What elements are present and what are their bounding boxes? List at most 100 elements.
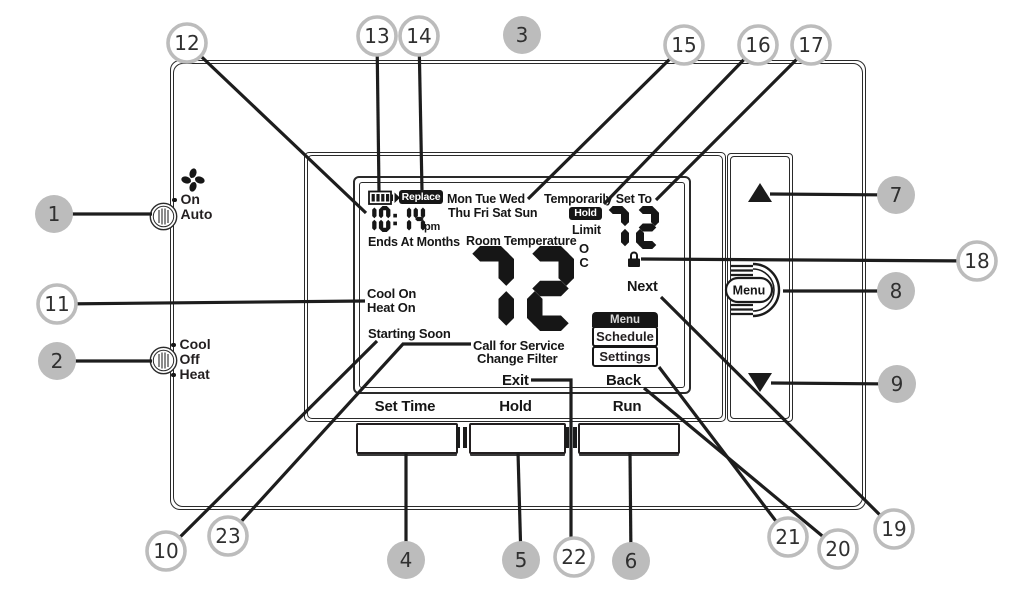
callout-circle-6 <box>612 542 650 580</box>
callout-number-19: 19 <box>881 517 906 541</box>
callout-number-20: 20 <box>825 537 850 561</box>
callout-number-10: 10 <box>153 539 178 563</box>
callout-circle-3 <box>503 16 541 54</box>
hold-label: Hold <box>499 398 532 415</box>
cool-on-label: Cool On <box>367 286 417 301</box>
room-temp-display <box>467 246 587 331</box>
key-divider <box>463 427 467 448</box>
callout-number-18: 18 <box>964 249 989 273</box>
callout-circle-23 <box>207 515 249 557</box>
callout-number-6: 6 <box>625 549 638 573</box>
callout-number-15: 15 <box>671 33 696 57</box>
key-divider <box>456 427 460 448</box>
callout-number-11: 11 <box>44 292 69 316</box>
down-arrow-button[interactable] <box>741 370 777 398</box>
callout-circle-19 <box>873 508 915 550</box>
hold-indicator: Hold <box>569 207 602 220</box>
menu-button-label: Menu <box>733 284 766 298</box>
run-label: Run <box>612 398 642 415</box>
callout-number-16: 16 <box>745 33 770 57</box>
fan-on-label: On <box>180 191 200 207</box>
days-row-2: Thu Fri Sat Sun <box>448 206 538 220</box>
call-for-service-label: Call for Service <box>473 338 565 353</box>
callout-circle-22 <box>553 536 595 578</box>
lcd-menu-item-settings: Settings <box>592 346 658 367</box>
callout-number-13: 13 <box>364 24 389 48</box>
key-divider <box>565 427 569 448</box>
callout-number-14: 14 <box>406 24 431 48</box>
run-button[interactable] <box>578 423 680 454</box>
replace-indicator: Replace <box>399 190 443 204</box>
callout-number-21: 21 <box>775 525 800 549</box>
heat-on-label: Heat On <box>367 300 416 315</box>
callout-circle-20 <box>817 528 859 570</box>
callout-number-8: 8 <box>890 279 903 303</box>
set-time-label: Set Time <box>374 398 436 415</box>
callout-number-4: 4 <box>400 548 413 572</box>
degree-c-indicator: O C <box>579 242 589 270</box>
temporarily-set-to-label: Temporarily Set To <box>544 192 652 206</box>
option-bullet <box>172 197 177 202</box>
callout-circle-13 <box>356 15 398 57</box>
callout-circle-21 <box>767 516 809 558</box>
menu-button[interactable]: Menu <box>722 261 788 319</box>
back-label: Back <box>606 372 642 389</box>
callout-circle-12 <box>166 22 208 64</box>
callout-circle-17 <box>790 24 832 66</box>
callout-number-23: 23 <box>215 524 240 548</box>
callout-circle-14 <box>398 15 440 57</box>
starting-soon-label: Starting Soon <box>368 326 451 341</box>
callout-number-2: 2 <box>51 349 64 373</box>
mode-cool-label: Cool <box>179 336 211 352</box>
callout-circle-16 <box>737 24 779 66</box>
am-pm-indicator: pm <box>424 221 441 233</box>
clock-display <box>365 206 428 232</box>
callout-number-3: 3 <box>516 23 529 47</box>
degree-symbol: O <box>579 241 589 256</box>
up-arrow-icon <box>748 183 772 202</box>
callout-circle-11 <box>36 283 78 325</box>
battery-icon <box>368 190 401 206</box>
fan-switch-knob[interactable] <box>149 202 178 231</box>
setpoint-display <box>606 206 666 249</box>
fan-icon <box>180 167 206 193</box>
lcd-menu-header: Menu <box>592 312 658 327</box>
callout-circle-18 <box>956 240 998 282</box>
callout-circle-5 <box>502 541 540 579</box>
callout-number-5: 5 <box>515 548 528 572</box>
exit-label: Exit <box>502 372 529 389</box>
callout-number-12: 12 <box>174 31 199 55</box>
next-label: Next <box>627 279 658 295</box>
fan-option-auto: Auto <box>172 207 212 221</box>
callout-number-1: 1 <box>48 202 61 226</box>
down-arrow-icon <box>748 373 772 392</box>
callout-circle-4 <box>387 541 425 579</box>
key-divider <box>573 427 577 448</box>
callout-circle-8 <box>877 272 915 310</box>
up-arrow-button[interactable] <box>741 180 777 208</box>
limit-label: Limit <box>572 223 601 237</box>
mode-switch-knob[interactable] <box>149 346 178 375</box>
mode-heat-label: Heat <box>179 366 210 382</box>
lcd-menu-panel: Menu Schedule Settings <box>592 312 658 367</box>
lock-icon <box>627 250 641 268</box>
ends-at-months-label: Ends At Months <box>368 235 460 249</box>
callout-circle-9 <box>878 365 916 403</box>
callout-number-22: 22 <box>561 545 586 569</box>
set-time-button[interactable] <box>356 423 458 454</box>
change-filter-label: Change Filter <box>477 351 558 366</box>
callout-number-9: 9 <box>891 372 904 396</box>
lcd-menu-item-schedule: Schedule <box>592 326 658 347</box>
mode-off-label: Off <box>179 351 200 367</box>
callout-number-7: 7 <box>890 183 903 207</box>
callout-circle-7 <box>877 176 915 214</box>
callout-circle-15 <box>663 24 705 66</box>
callout-circle-1 <box>35 195 73 233</box>
hold-button[interactable] <box>469 423 566 454</box>
callout-circle-2 <box>38 342 76 380</box>
fan-auto-label: Auto <box>180 206 213 222</box>
room-temperature-label: Room Temperature <box>466 234 577 248</box>
callout-number-17: 17 <box>798 33 823 57</box>
celsius-letter: C <box>579 255 589 270</box>
